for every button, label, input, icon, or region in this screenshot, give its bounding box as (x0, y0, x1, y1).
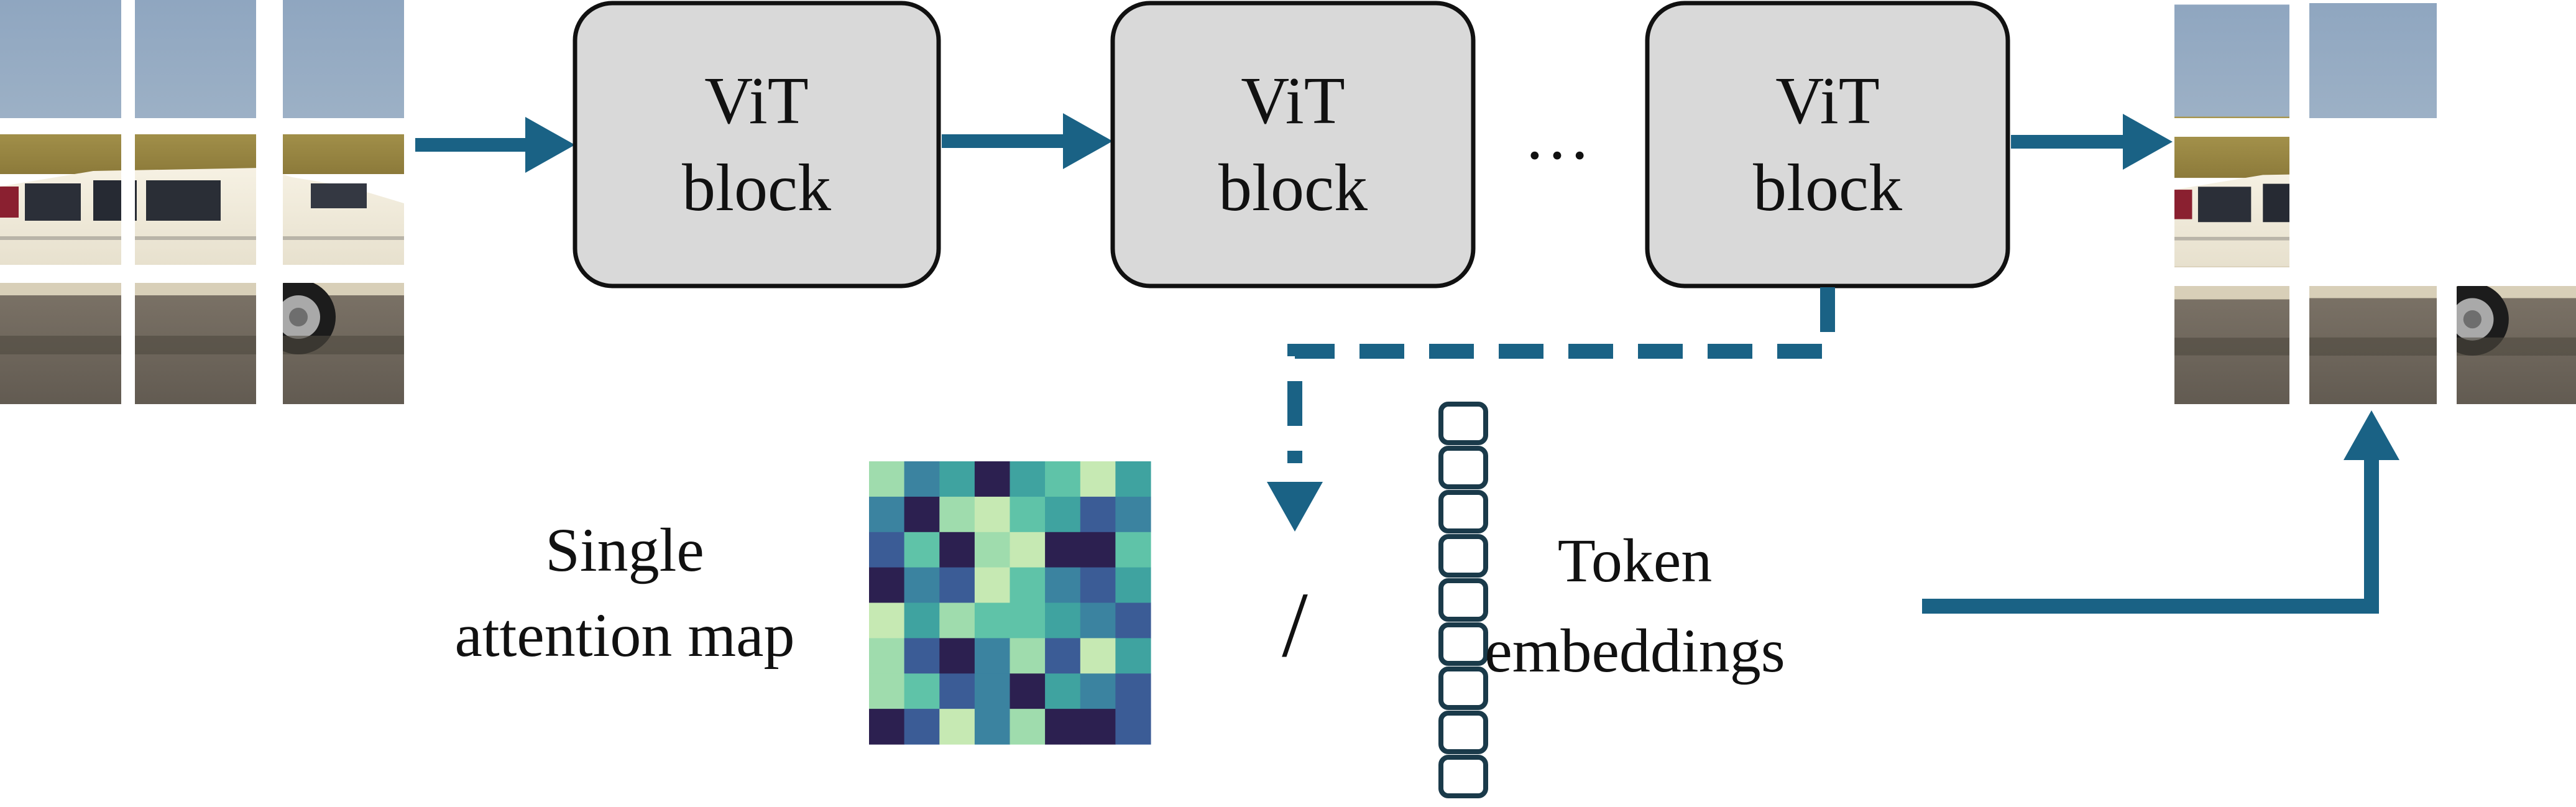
vit-block-3-line2: block (1753, 151, 1902, 225)
attention-cell (869, 709, 905, 745)
attention-cell (974, 496, 1011, 533)
ellipsis: … (1524, 99, 1591, 173)
arrow-block3-to-output (2011, 114, 2173, 170)
attention-cell (974, 532, 1011, 568)
token-embedding-cell (1438, 446, 1488, 489)
attention-cell (904, 638, 940, 674)
attention-map-heatmap (869, 461, 1151, 745)
vit-block-1-line1: ViT (704, 64, 808, 138)
attention-cell (1010, 638, 1046, 674)
token-embedding-cell (1438, 490, 1488, 533)
arrow-tokens-to-output (1922, 410, 2399, 614)
token-embedding-cell (1438, 578, 1488, 622)
token-embeddings-column (1438, 402, 1488, 798)
attention-cell (939, 461, 975, 497)
token-embedding-cell (1438, 711, 1488, 754)
attention-cell (904, 461, 940, 497)
token-label-line2: embeddings (1484, 616, 1785, 685)
vit-block-2: ViT block (1110, 1, 1476, 288)
attention-cell (1045, 673, 1081, 709)
attention-cell (1010, 567, 1046, 604)
attention-label-line2: attention map (454, 601, 794, 670)
vit-block-3: ViT block (1645, 1, 2010, 288)
attention-cell (974, 602, 1011, 639)
attention-cell (869, 673, 905, 709)
vit-block-3-line1: ViT (1775, 64, 1879, 138)
attention-cell (1045, 709, 1081, 745)
attention-cell (939, 673, 975, 709)
token-embedding-cell (1438, 402, 1488, 445)
vit-block-1-line2: block (682, 151, 831, 225)
attention-cell (974, 709, 1011, 745)
attention-cell (1010, 496, 1046, 533)
attention-cell (1115, 709, 1151, 745)
attention-cell (1115, 673, 1151, 709)
attention-cell (1010, 532, 1046, 568)
attention-cell (939, 709, 975, 745)
attention-cell (1045, 496, 1081, 533)
separator-slash: / (1282, 573, 1308, 676)
attention-cell (1115, 496, 1151, 533)
attention-cell (1045, 532, 1081, 568)
attention-cell (1115, 638, 1151, 674)
attention-cell (869, 532, 905, 568)
attention-cell (869, 602, 905, 639)
attention-cell (904, 709, 940, 745)
vit-block-2-line2: block (1218, 151, 1368, 225)
dashed-arrow-block3-to-attention (1267, 287, 1835, 532)
token-embedding-cell (1438, 534, 1488, 578)
attention-cell (904, 496, 940, 533)
attention-cell (1080, 532, 1116, 568)
attention-cell (1045, 567, 1081, 604)
arrow-block1-to-block2 (942, 113, 1113, 169)
attention-cell (939, 532, 975, 568)
input-image-patch-grid (0, 0, 404, 404)
attention-cell (904, 532, 940, 568)
attention-cell (1115, 461, 1151, 497)
attention-cell (1045, 638, 1081, 674)
attention-cell (974, 461, 1011, 497)
attention-cell (1010, 602, 1046, 639)
attention-cell (1115, 602, 1151, 639)
attention-cell (904, 567, 940, 604)
attention-cell (1080, 567, 1116, 604)
vit-block-2-line1: ViT (1241, 64, 1345, 138)
attention-cell (974, 673, 1011, 709)
arrow-input-to-block1 (415, 117, 575, 173)
attention-label-line1: Single (545, 515, 704, 584)
attention-cell (869, 461, 905, 497)
attention-cell (1010, 709, 1046, 745)
attention-cell (1080, 638, 1116, 674)
attention-cell (1080, 602, 1116, 639)
attention-cell (974, 638, 1011, 674)
attention-cell (1080, 673, 1116, 709)
attention-cell (869, 567, 905, 604)
attention-cell (1010, 673, 1046, 709)
attention-cell (939, 496, 975, 533)
attention-cell (869, 638, 905, 674)
attention-cell (1080, 709, 1116, 745)
attention-cell (1115, 567, 1151, 604)
attention-cell (1080, 461, 1116, 497)
attention-cell (904, 673, 940, 709)
attention-cell (1115, 532, 1151, 568)
attention-cell (1080, 496, 1116, 533)
attention-cell (1045, 602, 1081, 639)
attention-cell (869, 496, 905, 533)
token-embedding-cell (1438, 755, 1488, 798)
vit-block-1: ViT block (573, 1, 941, 288)
attention-cell (904, 602, 940, 639)
attention-cell (1045, 461, 1081, 497)
attention-cell (974, 567, 1011, 604)
token-embedding-cell (1438, 666, 1488, 710)
attention-cell (1010, 461, 1046, 497)
output-image-patch-grid (2174, 3, 2576, 404)
token-embedding-cell (1438, 622, 1488, 666)
attention-cell (939, 638, 975, 674)
token-label-line1: Token (1558, 526, 1713, 595)
attention-cell (939, 567, 975, 604)
attention-cell (939, 602, 975, 639)
